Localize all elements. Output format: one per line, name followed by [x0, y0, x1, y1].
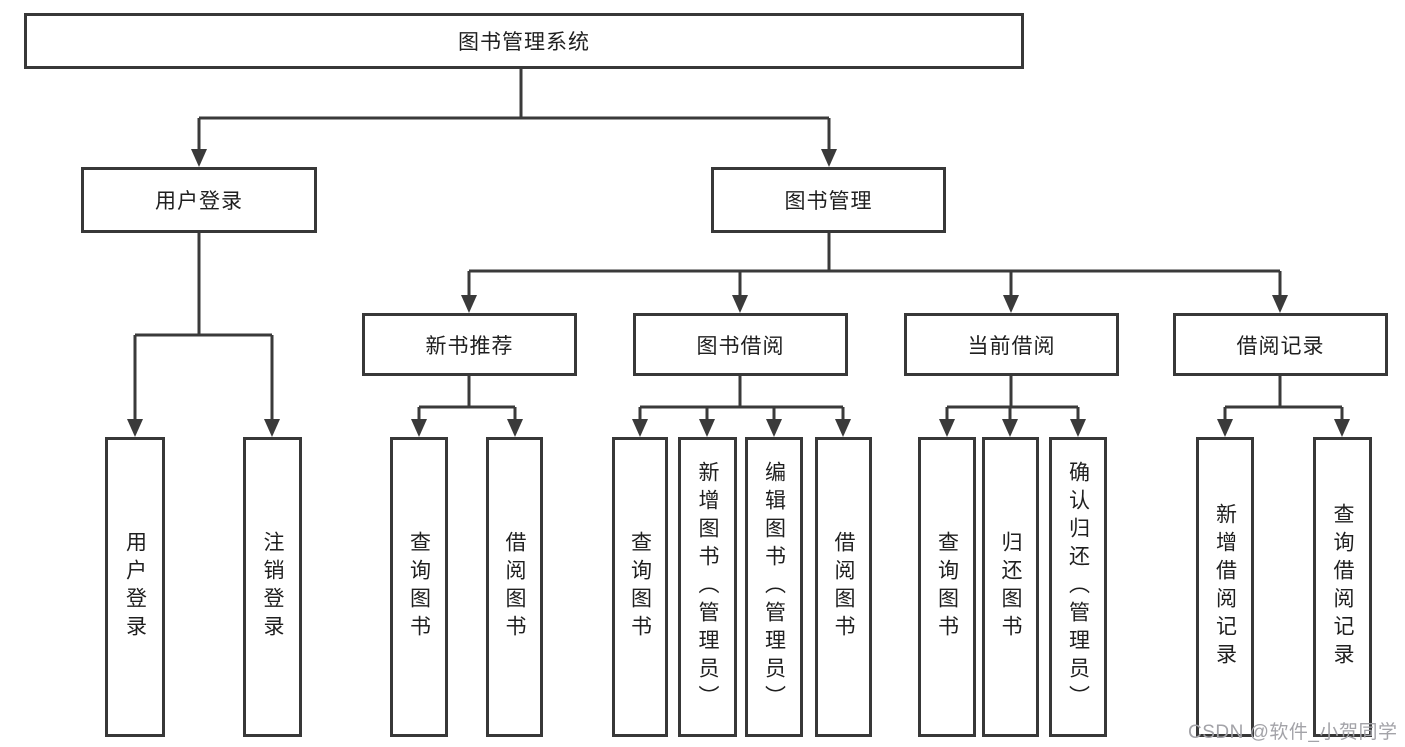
node-book-borrowing: 图书借阅: [633, 313, 848, 376]
leaf-query-books-2: 查询图书: [612, 437, 668, 737]
arrowhead: [835, 419, 851, 437]
arrowhead: [766, 419, 782, 437]
arrowhead: [1070, 419, 1086, 437]
arrowhead: [632, 419, 648, 437]
node-root-system: 图书管理系统: [24, 13, 1024, 69]
arrowhead: [1003, 295, 1019, 313]
leaf-add-borrow-record: 新增借阅记录: [1196, 437, 1254, 737]
arrowhead: [264, 419, 280, 437]
arrowhead: [461, 295, 477, 313]
leaf-query-books-1: 查询图书: [390, 437, 448, 737]
node-current-borrowing: 当前借阅: [904, 313, 1119, 376]
arrowhead: [1217, 419, 1233, 437]
node-user-login: 用户登录: [81, 167, 317, 233]
leaf-user-login: 用户登录: [105, 437, 165, 737]
leaf-confirm-return-admin: 确认归还（管理员）: [1049, 437, 1107, 737]
leaf-borrow-books-2: 借阅图书: [815, 437, 872, 737]
arrowhead: [699, 419, 715, 437]
leaf-add-book-admin: 新增图书（管理员）: [678, 437, 737, 737]
leaf-edit-book-admin: 编辑图书（管理员）: [745, 437, 803, 737]
leaf-query-books-3: 查询图书: [918, 437, 976, 737]
leaf-query-borrow-record: 查询借阅记录: [1313, 437, 1372, 737]
arrowhead: [939, 419, 955, 437]
leaf-logout: 注销登录: [243, 437, 302, 737]
arrowhead: [1002, 419, 1018, 437]
leaf-borrow-books-1: 借阅图书: [486, 437, 543, 737]
node-borrow-records: 借阅记录: [1173, 313, 1388, 376]
node-book-management: 图书管理: [711, 167, 946, 233]
arrowhead: [732, 295, 748, 313]
arrowhead: [127, 419, 143, 437]
arrowhead: [411, 419, 427, 437]
leaf-return-book: 归还图书: [982, 437, 1039, 737]
arrowhead: [1334, 419, 1350, 437]
arrowhead: [191, 149, 207, 167]
csdn-watermark: CSDN @软件_小贺同学: [1188, 722, 1398, 743]
arrowhead: [821, 149, 837, 167]
arrowhead: [507, 419, 523, 437]
arrowhead: [1272, 295, 1288, 313]
node-new-book-recommend: 新书推荐: [362, 313, 577, 376]
